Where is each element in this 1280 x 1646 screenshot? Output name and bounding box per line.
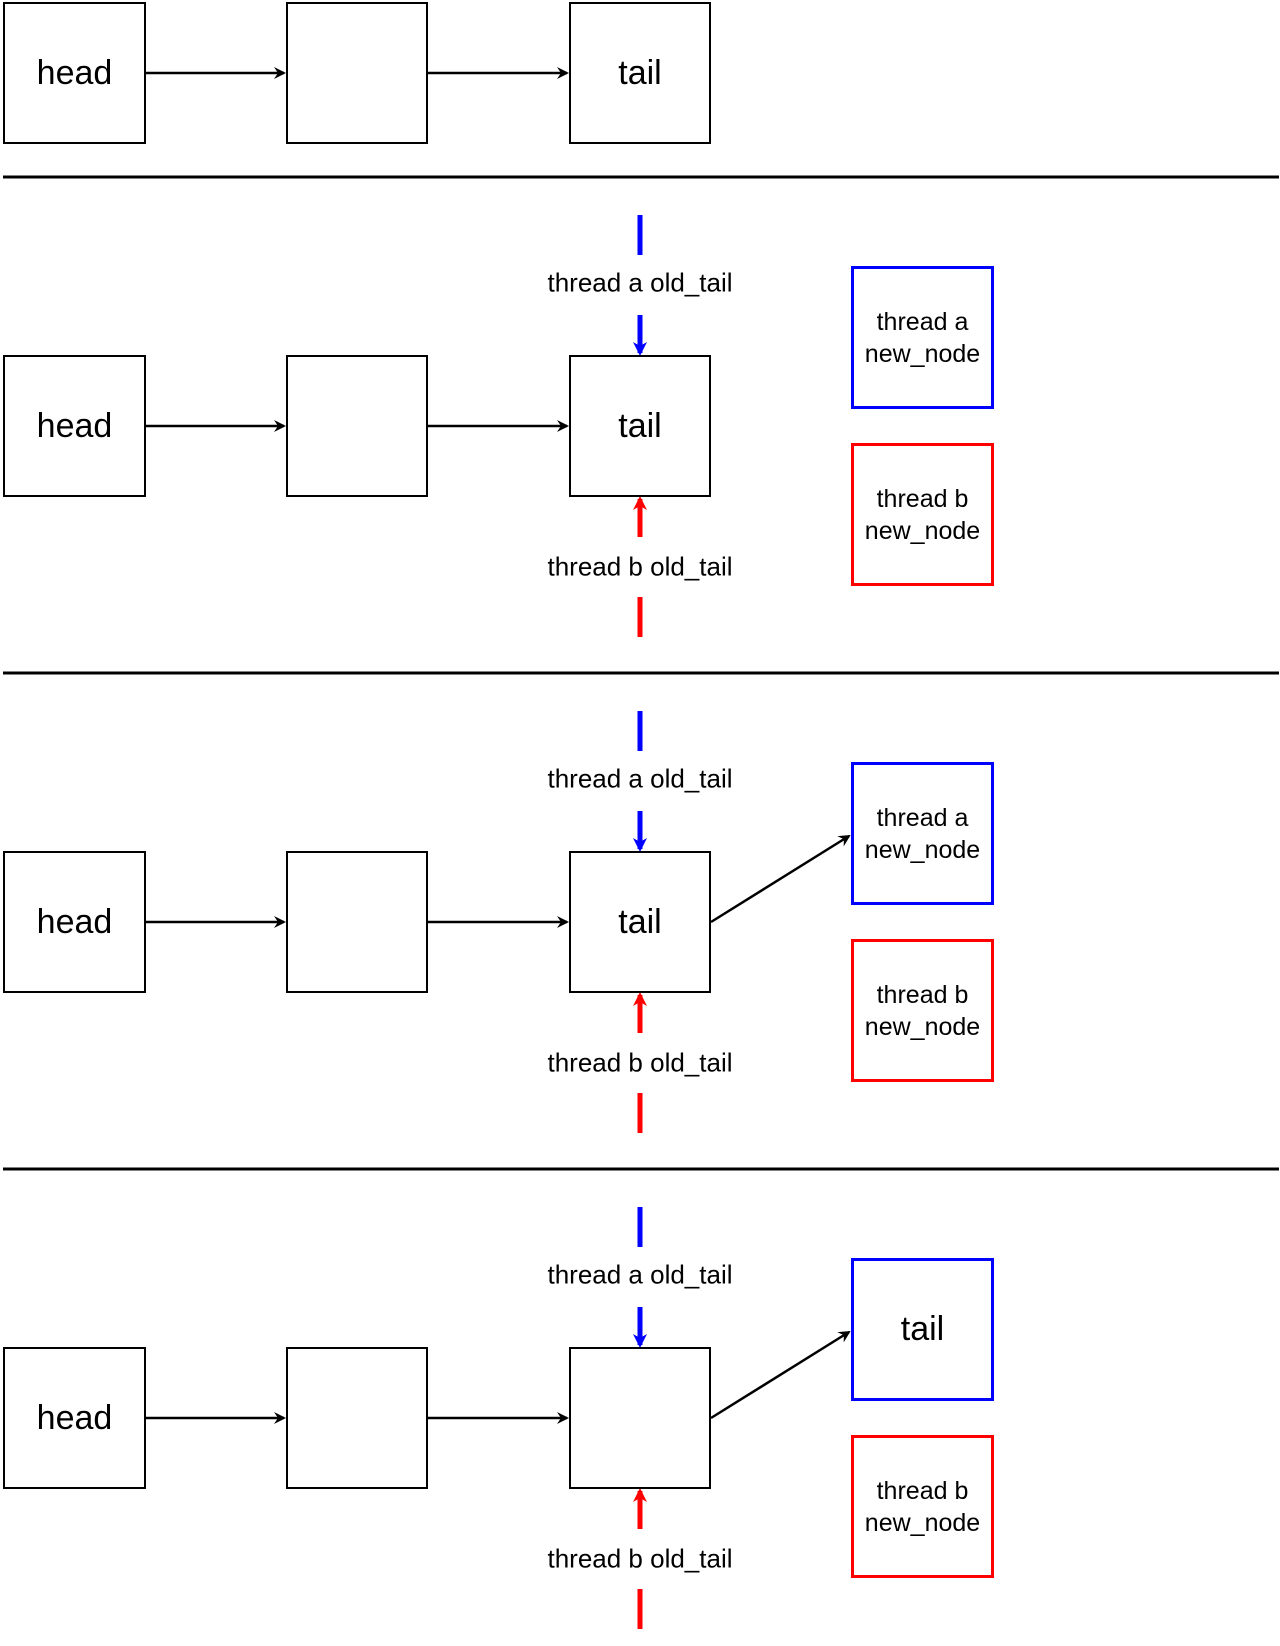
panel-1-head-label: head — [36, 53, 113, 92]
panel-4-thread-a-new-tail-node: tail — [851, 1258, 994, 1401]
panel-1-middle-node — [286, 2, 428, 144]
panel-2-thread-b-node-line2: new_node — [864, 516, 981, 545]
panel-4-thread-a-old-tail-label: thread a old_tail — [545, 1259, 735, 1291]
panel-3-head-label: head — [36, 902, 113, 941]
panel-3-tail-label: tail — [618, 902, 662, 941]
panel-2-middle-node — [286, 355, 428, 497]
panel-2-tail-node: tail — [569, 355, 711, 497]
panel-3-middle-node — [286, 851, 428, 993]
panel-3-thread-b-new-node: thread b new_node — [851, 939, 994, 1082]
panel-4-thread-b-node-line2: new_node — [864, 1508, 981, 1537]
panel-4-new-tail-label: tail — [900, 1310, 945, 1348]
panel-1-tail-node: tail — [569, 2, 711, 144]
panel-4-head-node: head — [3, 1347, 146, 1489]
panel-3-tail-node: tail — [569, 851, 711, 993]
panel-2-thread-a-node-line2: new_node — [864, 339, 981, 368]
panel-1-head-node: head — [3, 2, 146, 144]
panel-1-tail-label: tail — [618, 53, 662, 92]
panel-4-old-tail-node — [569, 1347, 711, 1489]
panel-3-thread-a-node-line2: new_node — [864, 835, 981, 864]
panel-3-thread-b-old-tail-label: thread b old_tail — [545, 1047, 735, 1079]
panel-2-head-label: head — [36, 406, 113, 445]
panel-3-thread-a-old-tail-label: thread a old_tail — [545, 763, 735, 795]
panel-4-thread-b-new-node: thread b new_node — [851, 1435, 994, 1578]
panel-2-head-node: head — [3, 355, 146, 497]
panel-3-thread-b-node-line2: new_node — [864, 1012, 981, 1041]
panel-2-thread-a-new-node: thread a new_node — [851, 266, 994, 409]
panel-3-arrow-tail-to-thread-a-node — [710, 834, 851, 924]
panel-3-thread-a-new-node: thread a new_node — [851, 762, 994, 905]
panel-2-thread-b-new-node: thread b new_node — [851, 443, 994, 586]
panel-2-thread-b-old-tail-label: thread b old_tail — [545, 551, 735, 583]
panel-2-thread-a-node-line1: thread a — [876, 307, 969, 336]
panel-4-thread-b-node-line1: thread b — [876, 1476, 969, 1505]
panel-3-head-node: head — [3, 851, 146, 993]
panel-2-thread-b-node-line1: thread b — [876, 484, 969, 513]
panel-4-middle-node — [286, 1347, 428, 1489]
panel-3-thread-a-node-line1: thread a — [876, 803, 969, 832]
panel-2-tail-label: tail — [618, 406, 662, 445]
panel-4-thread-b-old-tail-label: thread b old_tail — [545, 1543, 735, 1575]
panel-4-head-label: head — [36, 1398, 113, 1437]
panel-3-thread-b-node-line1: thread b — [876, 980, 969, 1009]
panel-4-arrow-tail-to-thread-a-node — [710, 1330, 851, 1420]
panel-2-thread-a-old-tail-label: thread a old_tail — [545, 267, 735, 299]
